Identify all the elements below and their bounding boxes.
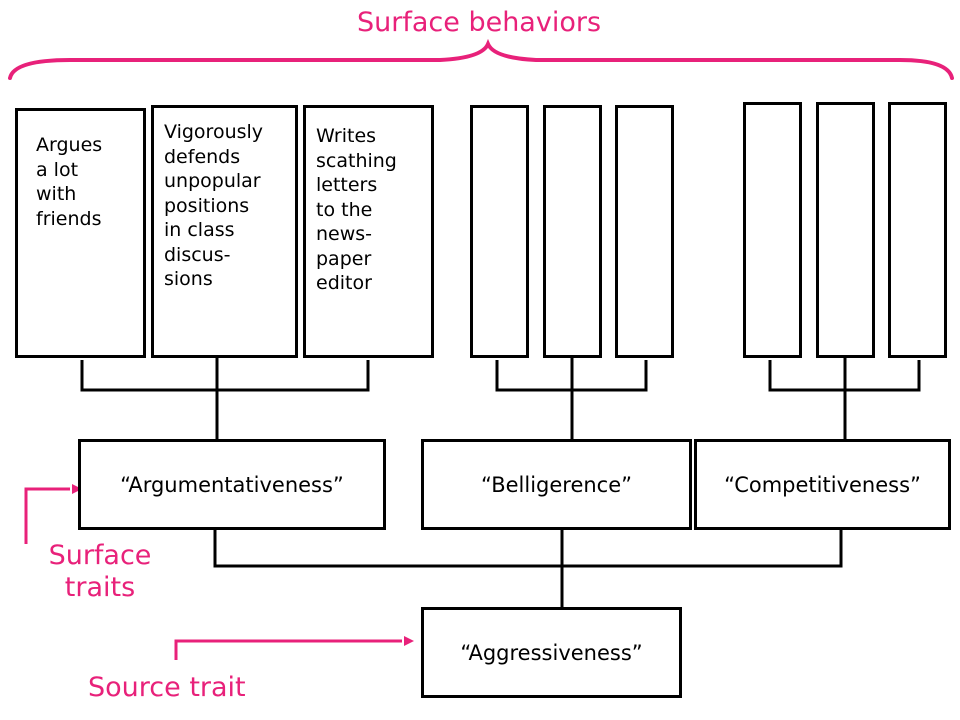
trait-label: “Competitiveness” [724, 472, 921, 497]
surface-behaviors-label: Surface behaviors [357, 7, 602, 38]
behavior-box-empty [888, 102, 947, 358]
behavior-box-writes-letters: Writes scathing letters to the news- pap… [303, 105, 434, 358]
bracket-belligerence [495, 357, 648, 441]
behavior-box-vigorously-defends: Vigorously defends unpopular positions i… [151, 105, 298, 358]
behavior-box-argues: Argues a lot with friends [15, 108, 146, 358]
surface-traits-label: Surface traits [38, 540, 162, 604]
surface-behaviors-brace [8, 38, 954, 80]
behavior-box-empty [470, 105, 529, 358]
behavior-text: Argues a lot with friends [36, 134, 103, 230]
behavior-box-empty [816, 102, 875, 358]
behavior-text: Vigorously defends unpopular positions i… [164, 121, 264, 290]
trait-label: “Argumentativeness” [120, 472, 344, 497]
trait-box-argumentativeness: “Argumentativeness” [78, 439, 386, 530]
source-trait-arrow [174, 636, 414, 660]
trait-box-aggressiveness: “Aggressiveness” [421, 607, 682, 698]
bracket-aggressiveness [213, 528, 843, 609]
behavior-box-empty [543, 105, 602, 358]
trait-label: “Belligerence” [480, 472, 633, 497]
surface-traits-line2: traits [64, 572, 136, 603]
trait-box-competitiveness: “Competitiveness” [694, 439, 951, 530]
bracket-competitiveness [768, 357, 921, 441]
trait-box-belligerence: “Belligerence” [421, 439, 692, 530]
trait-label: “Aggressiveness” [460, 640, 643, 665]
bracket-argumentativeness [80, 357, 370, 441]
behavior-text: Writes scathing letters to the news- pap… [316, 125, 397, 294]
behavior-box-empty [743, 102, 802, 358]
source-trait-label: Source trait [88, 672, 246, 703]
behavior-box-empty [615, 105, 674, 358]
surface-traits-line1: Surface [48, 540, 152, 571]
surface-traits-arrow [24, 484, 82, 544]
